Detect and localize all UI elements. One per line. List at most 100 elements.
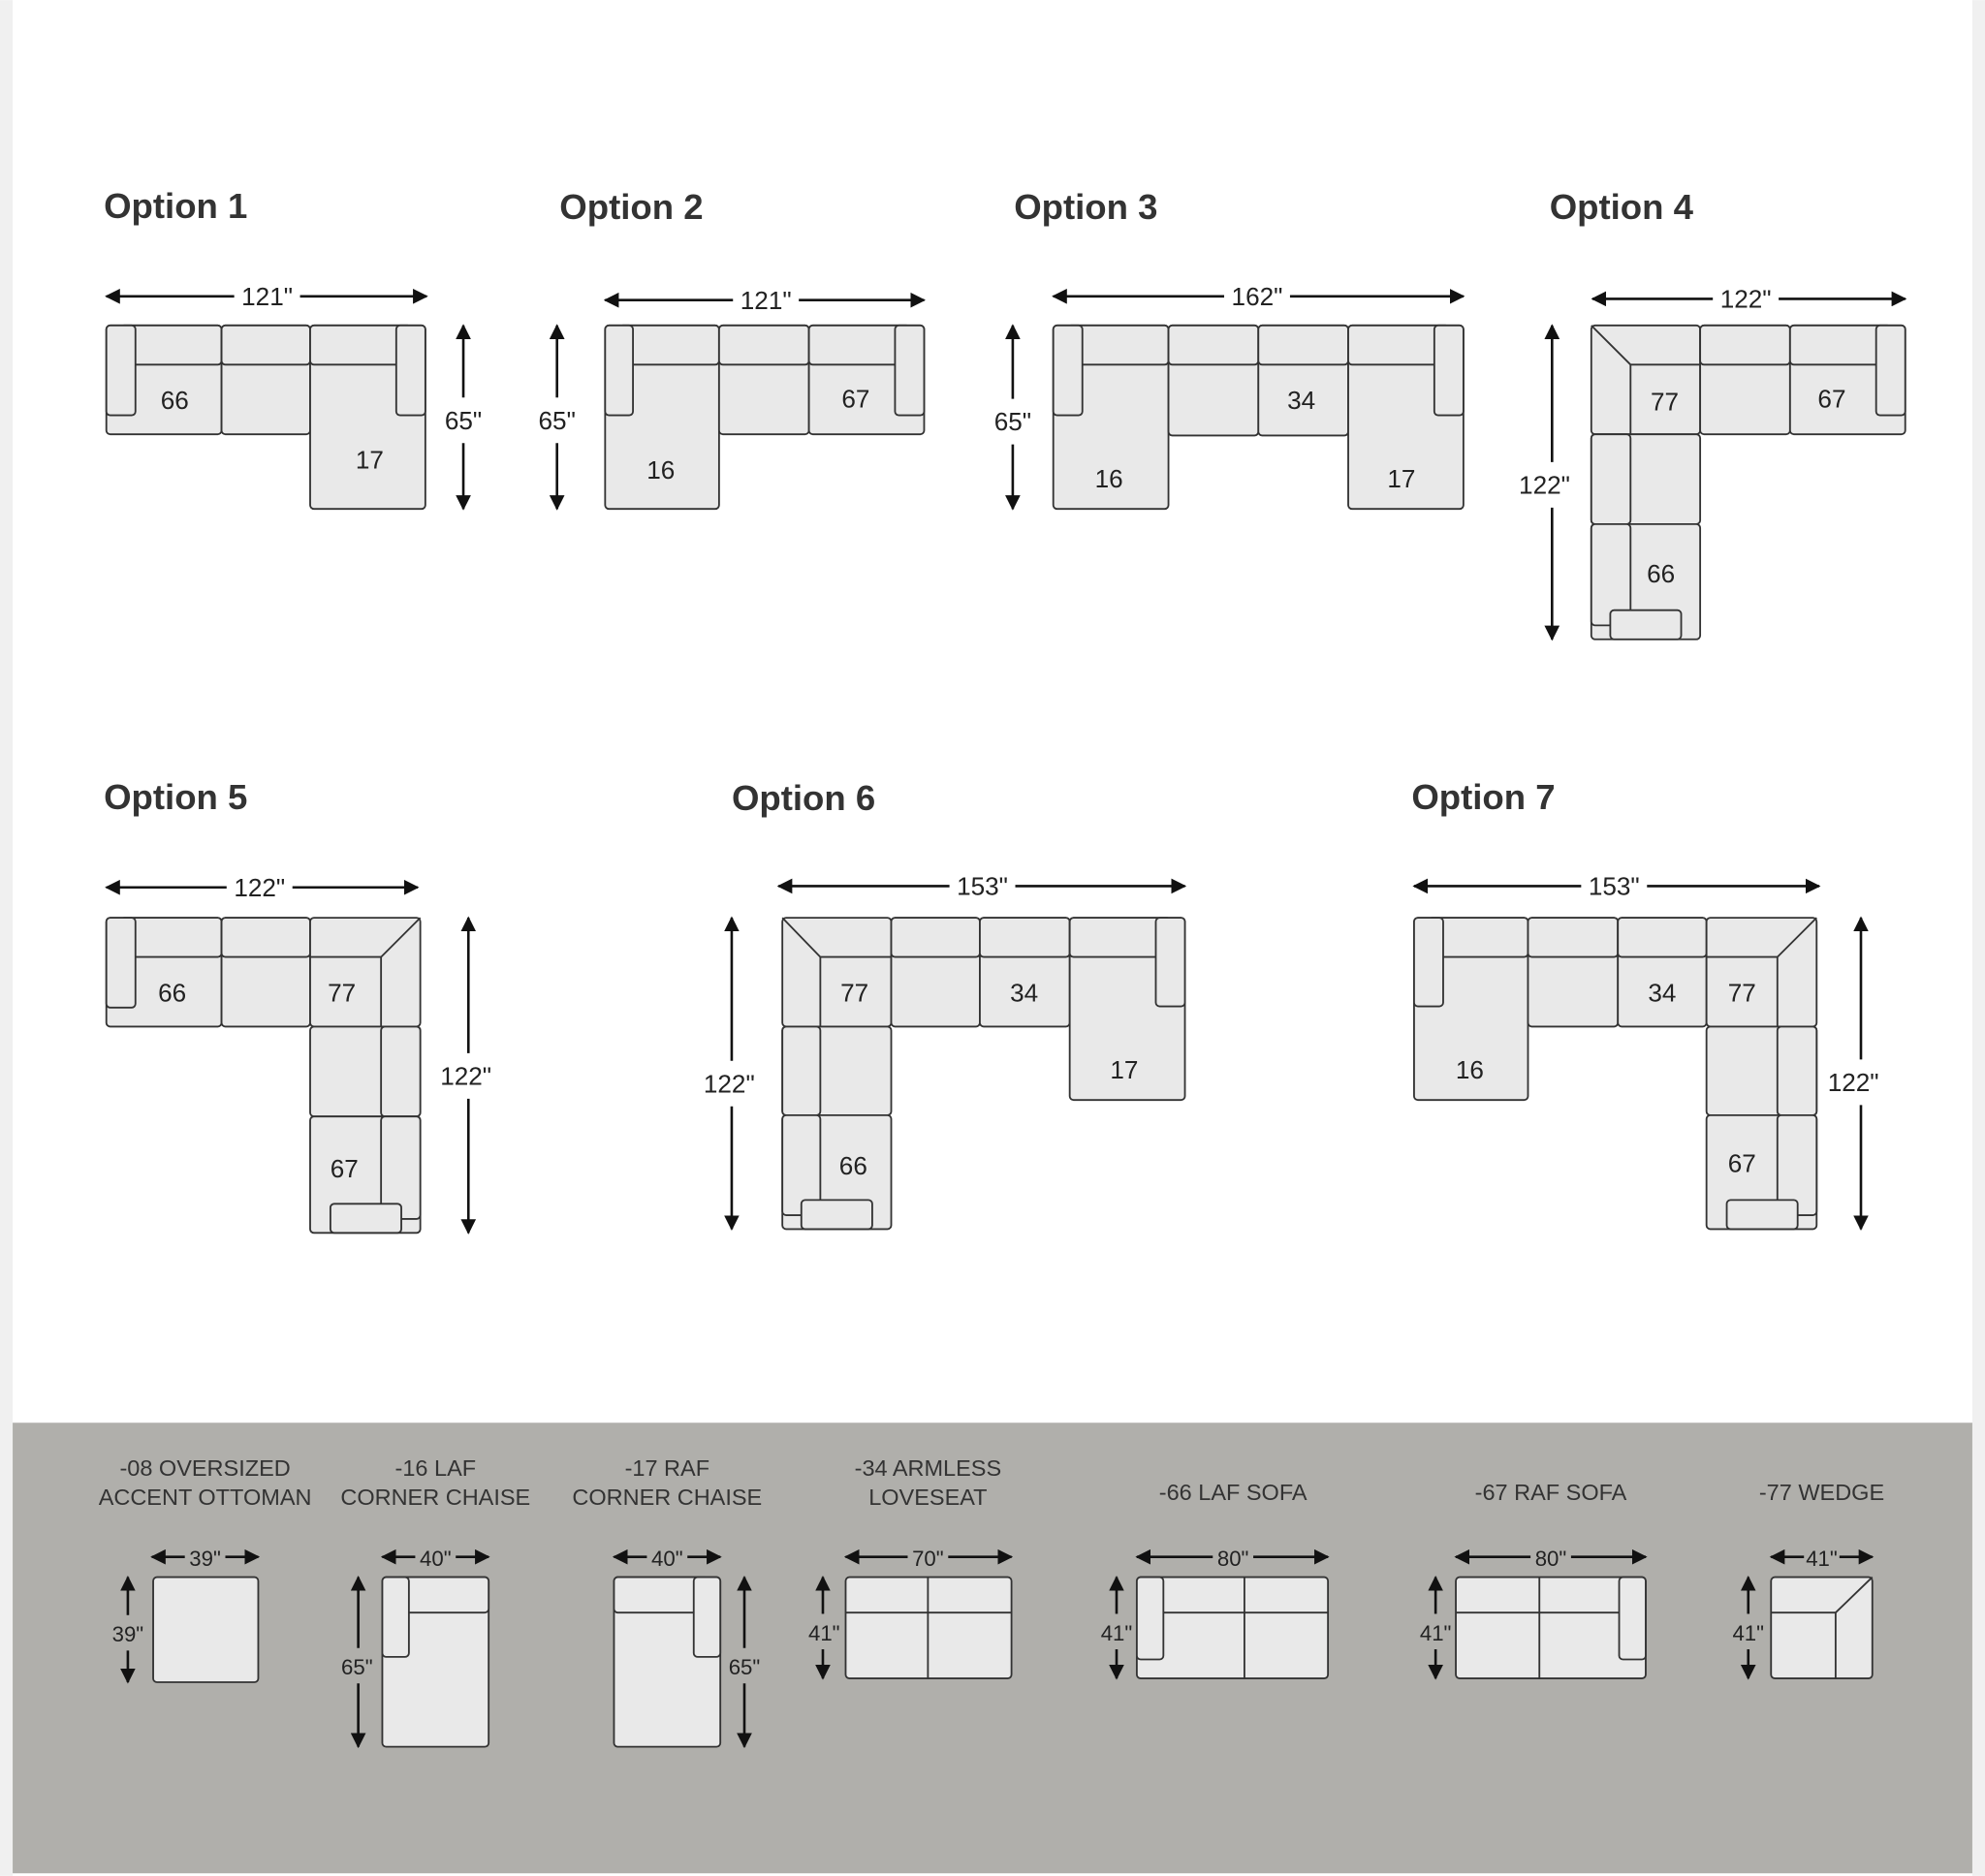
height-label: 65" bbox=[341, 1655, 373, 1679]
option-title: Option 3 bbox=[1014, 187, 1157, 227]
module-label: 66 bbox=[158, 978, 186, 1007]
width-label: 122" bbox=[234, 873, 285, 902]
module-label: 17 bbox=[356, 445, 384, 474]
height-label: 65" bbox=[994, 407, 1031, 436]
piece-name-line2: ACCENT OTTOMAN bbox=[99, 1485, 312, 1510]
option-title: Option 6 bbox=[732, 778, 875, 818]
width-label: 153" bbox=[1589, 872, 1640, 901]
width-label: 80" bbox=[1217, 1547, 1249, 1571]
width-label: 70" bbox=[912, 1547, 944, 1571]
piece-name-line2: LOVESEAT bbox=[868, 1485, 987, 1510]
back bbox=[1590, 433, 1632, 525]
option-title: Option 1 bbox=[104, 186, 247, 226]
module-label: 77 bbox=[1651, 387, 1679, 416]
arm bbox=[1433, 324, 1465, 417]
piece-77: -77 WEDGE 41" 41" bbox=[1732, 1480, 1884, 1680]
arm bbox=[105, 324, 137, 417]
right-margin bbox=[1971, 0, 1985, 1876]
piece-name-line2: CORNER CHAISE bbox=[572, 1485, 762, 1510]
height-label: 65" bbox=[445, 406, 482, 435]
piece-name-line1: -77 WEDGE bbox=[1759, 1480, 1884, 1505]
width-label: 121" bbox=[241, 282, 293, 311]
back bbox=[979, 917, 1071, 958]
arm bbox=[1875, 324, 1906, 417]
module-label: 66 bbox=[161, 386, 189, 415]
piece-name-line1: -66 LAF SOFA bbox=[1159, 1480, 1308, 1505]
back bbox=[1167, 324, 1260, 366]
arm bbox=[394, 324, 426, 417]
module-label: 77 bbox=[1728, 978, 1756, 1007]
height-label: 122" bbox=[1519, 471, 1570, 500]
seam-line bbox=[1835, 1576, 1874, 1613]
back bbox=[617, 324, 720, 366]
arm bbox=[800, 1199, 873, 1231]
module-label: 16 bbox=[1095, 464, 1123, 493]
back bbox=[1527, 917, 1620, 958]
arm bbox=[1135, 1576, 1165, 1661]
arm bbox=[105, 917, 137, 1009]
piece-name-line1: -67 RAF SOFA bbox=[1475, 1480, 1627, 1505]
module-label: 66 bbox=[839, 1151, 867, 1180]
height-label: 41" bbox=[1420, 1621, 1452, 1645]
module-label: 66 bbox=[1647, 559, 1675, 588]
option-1: Option 1 121" 66 17 65" bbox=[104, 186, 482, 511]
back bbox=[890, 917, 981, 958]
module-label: 67 bbox=[331, 1154, 359, 1183]
module-label: 17 bbox=[1110, 1055, 1138, 1084]
back bbox=[220, 324, 311, 366]
piece-name-line1: -34 ARMLESS bbox=[855, 1455, 1002, 1481]
seam-line bbox=[1591, 325, 1631, 365]
piece-name-line1: -16 LAF bbox=[395, 1455, 477, 1481]
height-label: 41" bbox=[1732, 1621, 1764, 1645]
module-label: 67 bbox=[1728, 1149, 1756, 1178]
arm bbox=[1052, 324, 1084, 417]
width-label: 41" bbox=[1806, 1547, 1838, 1571]
arm bbox=[604, 324, 634, 417]
height-label: 65" bbox=[539, 406, 576, 435]
option-title: Option 7 bbox=[1411, 777, 1555, 817]
module-label: 17 bbox=[1387, 464, 1415, 493]
option-title: Option 2 bbox=[559, 187, 703, 227]
arm bbox=[1154, 917, 1186, 1008]
seam-line bbox=[380, 917, 422, 958]
piece-16: -16 LAF CORNER CHAISE 40" 65" bbox=[340, 1455, 530, 1749]
back bbox=[380, 1025, 422, 1118]
module-label: 34 bbox=[1010, 978, 1038, 1007]
arm bbox=[381, 1576, 410, 1658]
seam-line bbox=[1777, 917, 1817, 958]
module-label: 67 bbox=[1817, 385, 1845, 414]
option-title: Option 5 bbox=[104, 777, 247, 817]
width-label: 162" bbox=[1232, 282, 1283, 311]
arm bbox=[329, 1203, 402, 1235]
piece-name-line2: CORNER CHAISE bbox=[340, 1485, 530, 1510]
back bbox=[717, 324, 810, 366]
module-label: 67 bbox=[841, 385, 869, 414]
sofa bbox=[1455, 1576, 1647, 1679]
module-label: 16 bbox=[646, 455, 675, 485]
height-label: 122" bbox=[704, 1069, 755, 1098]
module-label: 77 bbox=[840, 978, 868, 1007]
width-label: 122" bbox=[1720, 285, 1772, 314]
back bbox=[1699, 324, 1791, 366]
option-3: Option 3 162" 16 34 17 65" bbox=[994, 187, 1465, 511]
option-2: Option 2 121" 16 67 65" bbox=[539, 187, 927, 511]
seam-line bbox=[781, 917, 822, 958]
width-label: 40" bbox=[420, 1547, 452, 1571]
module-label: 77 bbox=[328, 978, 356, 1007]
back bbox=[781, 1025, 822, 1116]
width-label: 40" bbox=[651, 1547, 683, 1571]
piece-name-line1: -17 RAF bbox=[625, 1455, 710, 1481]
left-margin bbox=[0, 0, 14, 1876]
arm bbox=[894, 324, 926, 417]
module-label: 34 bbox=[1287, 386, 1315, 415]
arm bbox=[1609, 609, 1683, 641]
width-label: 121" bbox=[740, 286, 792, 315]
sofa bbox=[1135, 1576, 1330, 1679]
